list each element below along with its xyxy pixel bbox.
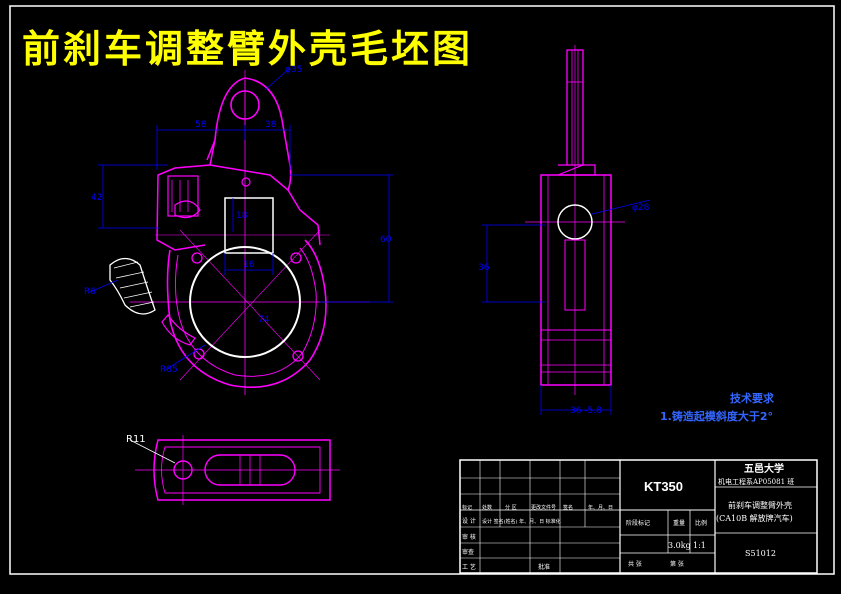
tb-weight: 3.0kg	[668, 541, 691, 550]
neck	[557, 164, 596, 176]
boss-curve	[174, 200, 201, 219]
ring-bore	[189, 246, 301, 358]
side-bore	[557, 204, 593, 240]
side-view: φ28 36 36 -5.8	[478, 45, 651, 416]
title-block-text: KT350 五邑大学 机电工程系AP05081 班 前刹车调整臂外壳 (CA10…	[462, 462, 794, 571]
tech-notes-heading: 技术要求	[730, 391, 775, 405]
side-leader-phi28	[591, 199, 651, 215]
dim-phi28: φ28	[632, 203, 650, 213]
dim-74: 74	[258, 315, 270, 325]
tb-header-2: 分 区	[505, 504, 517, 511]
hatch-5	[129, 301, 155, 308]
dim-36-side: 36	[478, 263, 490, 273]
dim-58: 58	[195, 120, 207, 130]
bolt-hole-4	[292, 350, 304, 362]
top-view: R11	[126, 434, 340, 505]
tb-row-label-2: 审 核	[462, 533, 476, 541]
section-hatch	[109, 257, 156, 315]
dim-16: 16	[243, 260, 255, 270]
dim-60: 60	[380, 235, 392, 245]
dim-r85: R85	[160, 365, 178, 375]
dim-36-bottom: 36 -5.8	[570, 406, 602, 416]
upper-body-left	[156, 139, 216, 251]
small-hole	[241, 177, 251, 187]
leader-phi35	[264, 67, 291, 91]
tb-scale: 1:1	[693, 541, 706, 550]
side-body	[540, 174, 612, 386]
hatch-2	[115, 271, 145, 279]
top-outline-inner	[161, 446, 321, 494]
lower-left-rib	[161, 314, 196, 346]
tb-header-1: 处数	[482, 504, 492, 511]
dim-r11: R11	[126, 434, 146, 445]
leader-r11	[129, 439, 176, 464]
boss-rect	[167, 175, 199, 217]
upper-body-right	[209, 164, 321, 246]
tb-stage-0: 阶段标记	[626, 519, 650, 527]
tb-drawing-no: S51012	[745, 549, 776, 558]
tb-header-5: 年、月、日	[588, 504, 613, 511]
tb-header-3: 更改文件号	[531, 504, 556, 511]
tb-vehicle: (CA10B 解放牌汽车)	[716, 513, 793, 523]
ring-outer-2	[174, 247, 317, 377]
ring-outer	[166, 239, 327, 388]
tb-row-label-1: 设 计	[462, 517, 476, 525]
centerline-diag2	[179, 229, 321, 381]
drawing-border	[9, 5, 835, 575]
dim-38: 38	[265, 120, 277, 130]
tb-class-info: 机电工程系AP05081 班	[718, 477, 794, 486]
tb-designer-row: 设计 签名(姓名) 年、月、日 标准化	[482, 518, 561, 525]
tb-footer-1: 第 张	[670, 560, 684, 568]
tb-approve: 批准	[538, 563, 550, 571]
tb-code: KT350	[644, 479, 683, 494]
tech-notes-item1: 1.铸造起模斜度大于2°	[660, 409, 773, 423]
title-block	[459, 459, 818, 574]
dim-18: 18	[236, 211, 248, 221]
tb-row-label-4: 工 艺	[462, 563, 476, 571]
leader-r85	[164, 344, 206, 371]
tb-row-label-3: 审查	[462, 548, 474, 556]
hatch-1	[113, 261, 139, 269]
front-view: φ35 58 38 42 60 18 16 74 R6 R85	[84, 65, 393, 395]
dim-42: 42	[91, 193, 102, 203]
tb-header-0: 标记	[462, 504, 472, 511]
tb-footer-0: 共 张	[628, 560, 642, 568]
hatch-4	[123, 291, 153, 299]
top-hole	[173, 460, 193, 480]
tb-header-4: 签名	[563, 504, 573, 511]
bolt-hole-2	[290, 252, 302, 264]
top-outline	[153, 439, 331, 501]
tb-stage-2: 比例	[695, 519, 707, 527]
window-opening	[224, 197, 274, 254]
bolt-hole-1	[191, 252, 203, 264]
side-slot	[564, 239, 586, 311]
dim-phi35: φ35	[285, 65, 302, 75]
dim-r6: R6	[84, 287, 96, 297]
tb-university: 五邑大学	[744, 462, 784, 475]
top-lug-outline	[214, 77, 292, 191]
title-block-frame	[459, 459, 818, 574]
tb-stage-1: 重量	[673, 519, 685, 527]
hatch-3	[119, 281, 149, 289]
stem	[566, 49, 584, 166]
leader-r6	[89, 279, 119, 293]
page-title: 前刹车调整臂外壳毛坯图	[22, 27, 474, 71]
tb-part-name: 前刹车调整臂外壳	[728, 500, 792, 510]
